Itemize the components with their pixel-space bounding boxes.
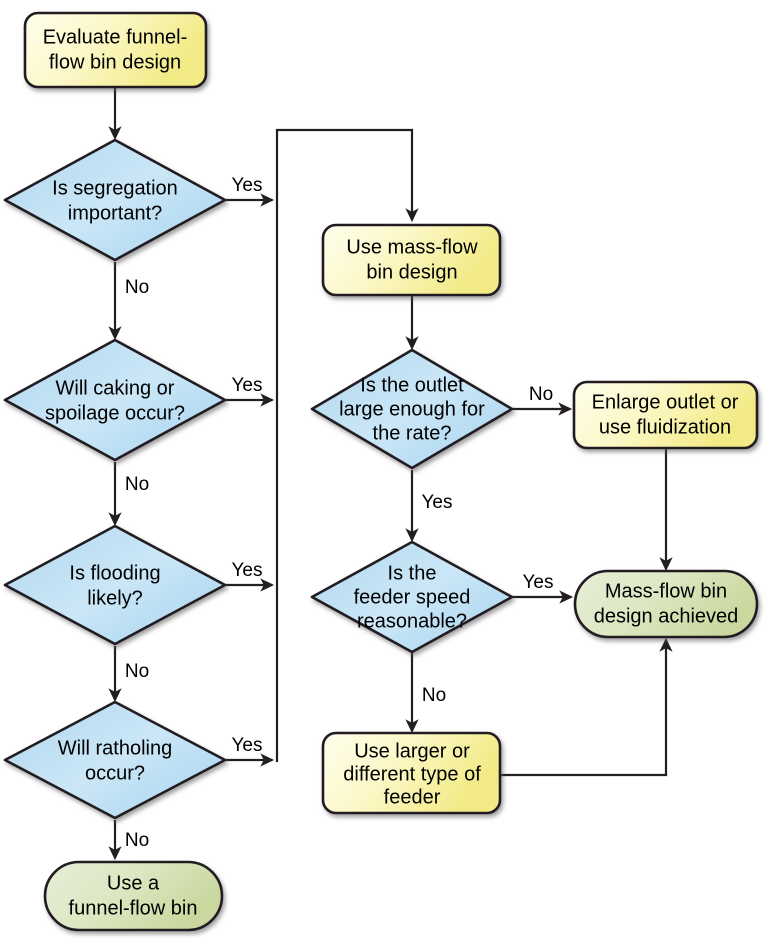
- node-shape-diamond: [310, 540, 514, 654]
- node-will-ratholing-occur[interactable]: Will ratholing occur?: [3, 700, 227, 820]
- node-shape-rounded-rect: [321, 731, 502, 815]
- node-text-line: spoilage occur?: [45, 402, 185, 424]
- node-enlarge-outlet-or-use-fluidization[interactable]: Enlarge outlet or use fluidization: [572, 380, 759, 450]
- node-text-line: Use mass-flow: [346, 236, 478, 258]
- edge-label-flooding-yes: Yes: [232, 560, 263, 581]
- node-text-line: design achieved: [594, 605, 739, 627]
- node-text-line: Is flooding: [69, 562, 160, 584]
- node-shape-stadium: [43, 860, 224, 932]
- node-use-a-funnel-flow-bin[interactable]: Use a funnel-flow bin: [43, 860, 224, 932]
- node-text-line: occur?: [85, 762, 145, 784]
- node-will-caking-or-spoilage-occur[interactable]: Will caking or spoilage occur?: [3, 338, 227, 462]
- edge-label-caking-no: No: [125, 474, 149, 495]
- node-text-line: flow bin design: [49, 51, 181, 73]
- node-text-line: Use larger or: [354, 740, 470, 762]
- node-text-line: important?: [68, 202, 163, 224]
- edge-label-layer: Yes No Yes No Yes No Yes No No Yes Yes N…: [125, 175, 554, 851]
- node-shape-rounded-rect: [321, 223, 502, 297]
- node-text-line: Mass-flow bin: [605, 580, 727, 602]
- edge-label-segregation-no: No: [125, 277, 149, 298]
- edge-label-outlet-no: No: [529, 384, 553, 405]
- node-text-line: Will ratholing: [58, 737, 172, 759]
- node-text-line: bin design: [366, 261, 457, 283]
- node-text-line: Is segregation: [52, 177, 178, 199]
- edge-label-flooding-no: No: [125, 661, 149, 682]
- node-text-line: use fluidization: [599, 416, 731, 438]
- node-text-line: large enough for: [339, 398, 485, 420]
- node-text-line: Enlarge outlet or: [592, 391, 739, 413]
- node-shape-diamond: [310, 348, 514, 470]
- edge-label-ratholing-yes: Yes: [232, 735, 263, 756]
- node-mass-flow-bin-design-achieved[interactable]: Mass-flow bin design achieved: [573, 569, 759, 639]
- node-is-the-outlet-large-enough-for-the-rate[interactable]: Is the outlet large enough for the rate?: [310, 348, 514, 470]
- node-text-line: different type of: [343, 763, 481, 785]
- node-shape-rounded-rect: [572, 380, 759, 450]
- edge-label-ratholing-no: No: [125, 830, 149, 851]
- edge-collector-trunk: [275, 128, 419, 762]
- node-shape-diamond: [3, 524, 227, 646]
- node-text-line: Use a: [107, 872, 160, 894]
- node-text-line: the rate?: [373, 422, 452, 444]
- node-shape-rounded-rect: [23, 11, 208, 89]
- node-text-line: reasonable?: [357, 610, 467, 632]
- edge-label-segregation-yes: Yes: [232, 175, 263, 196]
- node-is-segregation-important[interactable]: Is segregation important?: [3, 138, 227, 262]
- node-text-line: Will caking or: [56, 377, 175, 399]
- node-text-line: Is the: [388, 562, 437, 584]
- connector-layer: [108, 87, 673, 861]
- node-shape-stadium: [573, 569, 759, 639]
- edge-largerfeeder-to-achieved: [500, 637, 673, 777]
- node-shape-diamond: [3, 338, 227, 462]
- edge-label-feeder-no: No: [422, 685, 446, 706]
- node-shape-diamond: [3, 700, 227, 820]
- edge-label-feeder-yes: Yes: [523, 572, 554, 593]
- node-shape-diamond: [3, 138, 227, 262]
- node-is-flooding-likely[interactable]: Is flooding likely?: [3, 524, 227, 646]
- node-is-the-feeder-speed-reasonable[interactable]: Is the feeder speed reasonable?: [310, 540, 514, 654]
- edge-label-caking-yes: Yes: [232, 375, 263, 396]
- node-use-mass-flow-bin-design[interactable]: Use mass-flow bin design: [321, 223, 502, 297]
- node-text-line: Is the outlet: [360, 374, 464, 396]
- node-text-line: likely?: [87, 587, 143, 609]
- node-text-line: feeder: [384, 786, 441, 808]
- node-text-line: feeder speed: [354, 586, 471, 608]
- node-use-larger-or-different-type-of-feeder[interactable]: Use larger or different type of feeder: [321, 731, 502, 815]
- edge-label-outlet-yes: Yes: [422, 492, 453, 513]
- node-text-line: Evaluate funnel-: [43, 26, 188, 48]
- node-text-line: funnel-flow bin: [69, 897, 198, 919]
- node-evaluate-funnel-flow-bin-design[interactable]: Evaluate funnel- flow bin design: [23, 11, 208, 89]
